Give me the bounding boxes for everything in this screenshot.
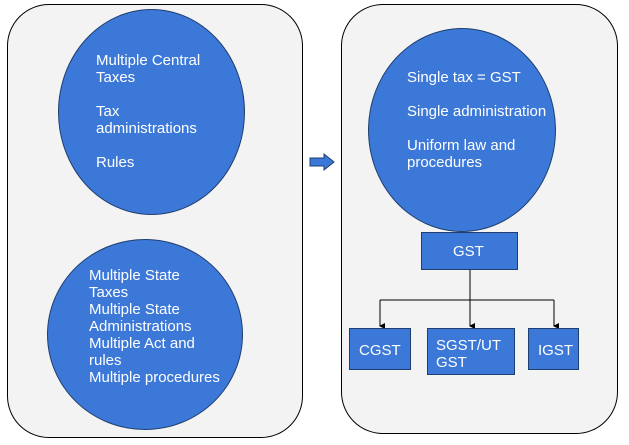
state-taxes-circle bbox=[47, 239, 243, 430]
cgst-box: CGST bbox=[349, 328, 411, 370]
gst-root-box: GST bbox=[421, 232, 518, 270]
central-taxes-text: Multiple Central Taxes Tax administratio… bbox=[96, 52, 201, 171]
gst-circle-text: Single tax = GST Single administration U… bbox=[407, 69, 547, 171]
gst-root-label: GST bbox=[453, 243, 484, 260]
gst-circle bbox=[368, 28, 556, 232]
sgst-box: SGST/UT GST bbox=[427, 328, 515, 375]
state-taxes-text: Multiple State Taxes Multiple State Admi… bbox=[89, 267, 220, 386]
sgst-label: SGST/UT GST bbox=[436, 337, 502, 371]
cgst-label: CGST bbox=[359, 342, 401, 359]
igst-box: IGST bbox=[528, 328, 579, 370]
right-arrow-icon bbox=[309, 153, 335, 171]
central-taxes-circle bbox=[58, 9, 245, 215]
igst-label: IGST bbox=[538, 342, 574, 359]
